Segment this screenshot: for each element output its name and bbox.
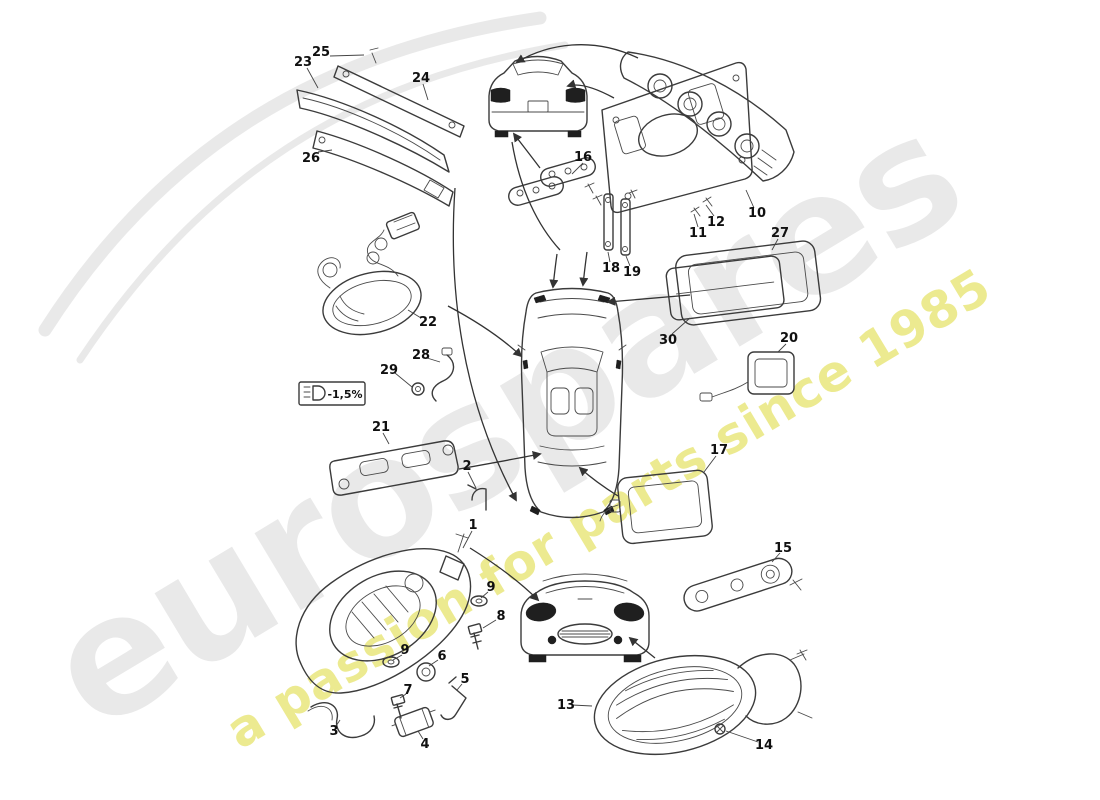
fog-lamp <box>593 649 813 756</box>
part-callout-16: 16 <box>574 150 592 165</box>
part-callout-23: 23 <box>294 55 312 70</box>
part-callout-5: 5 <box>460 672 469 687</box>
aim-value: -1,5% <box>327 388 362 401</box>
screw-icon <box>796 649 808 661</box>
headlamp-assembly <box>295 484 487 694</box>
aim-level-label: -1,5% <box>298 381 366 406</box>
hose-3 <box>307 702 376 739</box>
watermark-swoosh <box>38 11 547 337</box>
headlamp-right <box>613 602 645 622</box>
screw-icon <box>789 578 803 591</box>
filter-4 <box>391 706 436 738</box>
part-callout-14: 14 <box>755 738 773 753</box>
part-callout-6: 6 <box>437 649 446 664</box>
part-callout-24: 24 <box>412 71 430 86</box>
part-callouts: 23 25 24 26 16 11 12 10 27 18 19 30 20 2… <box>294 45 798 753</box>
part-callout-21: 21 <box>372 420 390 435</box>
grommet <box>411 382 425 396</box>
lamp-unit-17 <box>599 469 713 545</box>
part-callout-11: 11 <box>689 226 707 241</box>
screw-icon <box>369 47 379 64</box>
screw-icon <box>628 189 638 199</box>
front-view-car <box>520 573 650 663</box>
part-callout-12: 12 <box>707 215 725 230</box>
washer-9-lower <box>382 656 400 668</box>
watermark-brand: eurospares <box>15 75 992 769</box>
bolt-7 <box>390 694 406 719</box>
tail-lamp-cluster <box>619 51 795 217</box>
pointer-arrows <box>447 44 691 659</box>
part-callout-25: 25 <box>312 45 330 60</box>
part-callout-13: 13 <box>557 698 575 713</box>
part-callout-2: 2 <box>462 459 471 474</box>
watermark-swoosh <box>76 41 569 364</box>
plate-lamp-bezel <box>675 240 822 326</box>
screw-icon <box>584 182 595 194</box>
beam-rays-icon <box>303 386 311 398</box>
tail-lamp-left <box>490 87 511 103</box>
part-callout-26: 26 <box>302 151 320 166</box>
part-callout-19: 19 <box>623 265 641 280</box>
plate-lamp-lens <box>665 255 785 321</box>
harness-clip <box>431 347 455 402</box>
part-callout-17: 17 <box>710 443 728 458</box>
screw-14 <box>714 723 726 735</box>
connector-icon <box>385 211 421 240</box>
part-callout-1: 1 <box>468 518 477 533</box>
control-module <box>699 351 795 402</box>
headlamp-aim-icon <box>312 385 326 401</box>
part-callout-8: 8 <box>496 609 505 624</box>
side-repeater-lamp <box>317 211 422 336</box>
part-callout-3: 3 <box>329 724 338 739</box>
tail-lamp-right <box>565 87 586 103</box>
ring-6 <box>416 662 436 682</box>
part-callout-4: 4 <box>420 737 429 752</box>
boot-trim-group <box>296 47 465 207</box>
part-callout-18: 18 <box>602 261 620 276</box>
headlamp-left <box>525 602 557 622</box>
screw-icon <box>702 196 713 207</box>
part-callout-29: 29 <box>380 363 398 378</box>
part-callout-10: 10 <box>748 206 766 221</box>
vent-pipe <box>467 484 487 511</box>
headlamp-bracket <box>439 555 465 581</box>
part-callout-20: 20 <box>780 331 798 346</box>
mounting-bracket <box>683 557 803 612</box>
part-callout-7: 7 <box>403 683 412 698</box>
rear-view-car <box>488 55 588 138</box>
part-callout-9-upper: 9 <box>486 580 495 595</box>
part-callout-22: 22 <box>419 315 437 330</box>
part-callout-28: 28 <box>412 348 430 363</box>
part-callout-15: 15 <box>774 541 792 556</box>
bolt-8 <box>467 623 483 650</box>
diagram-art: -1,5% <box>295 44 822 756</box>
washer-9-upper <box>470 595 488 607</box>
part-callout-30: 30 <box>659 333 677 348</box>
gasket-plates <box>508 157 603 206</box>
number-plate-lamp-plate <box>329 440 459 496</box>
pipe-5 <box>440 676 467 721</box>
top-view-car <box>517 287 627 519</box>
mount-strips <box>603 189 638 256</box>
screw-icon <box>690 206 701 217</box>
callout-leaders <box>306 54 787 743</box>
screw-icon <box>592 194 603 206</box>
grille <box>557 623 613 645</box>
part-callout-9-lower: 9 <box>400 643 409 658</box>
part-callout-27: 27 <box>771 226 789 241</box>
